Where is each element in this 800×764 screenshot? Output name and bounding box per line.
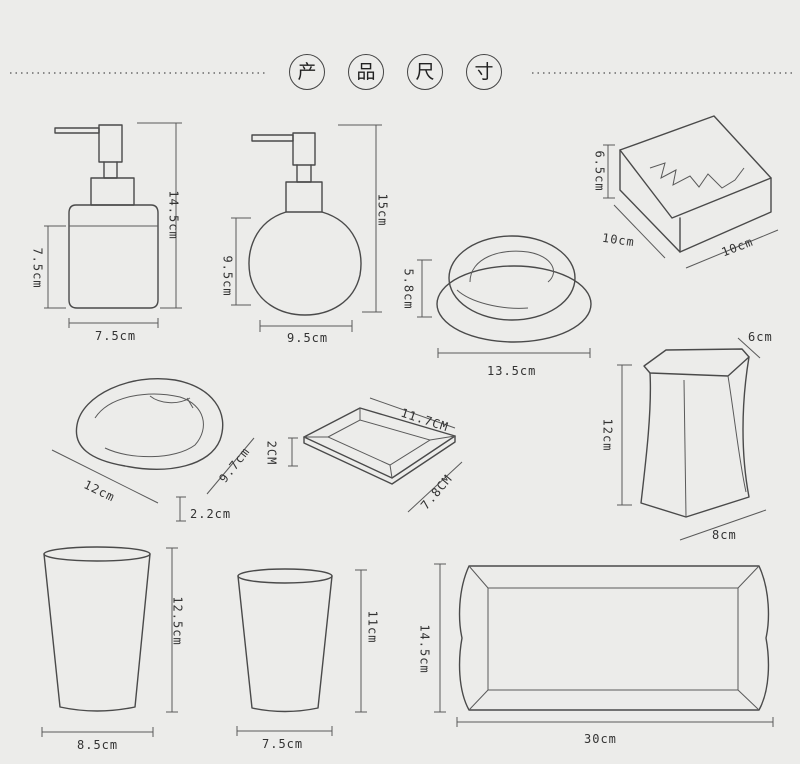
title-char-1: 产 <box>289 54 325 90</box>
large-tray-height-label: 14.5cm <box>417 624 432 674</box>
holder-width-label: 8cm <box>712 528 737 542</box>
round-pump-bottle <box>231 124 382 332</box>
large-tray <box>434 563 774 727</box>
title-char-2: 品 <box>348 54 384 90</box>
large-cup-height-label: 12.5cm <box>170 596 185 646</box>
oval-dish-width-label: 13.5cm <box>487 364 537 378</box>
holder-depth-label: 6cm <box>748 330 773 344</box>
title-char-4: 寸 <box>466 54 502 90</box>
small-cup-height-label: 11cm <box>365 610 380 644</box>
oval-dish-height-label: 5.8cm <box>401 268 416 310</box>
square-pump-body-label: 7.5cm <box>30 247 45 289</box>
box-height-label: 6.5cm <box>592 150 607 192</box>
small-tray-height-label: 2CM <box>264 440 279 466</box>
round-pump-body-label: 9.5cm <box>220 255 235 297</box>
large-tray-width-label: 30cm <box>584 732 617 746</box>
small-cup <box>236 568 367 736</box>
square-pump-bottle <box>44 122 182 328</box>
round-pump-height-label: 15cm <box>375 193 390 227</box>
oval-soap-dish <box>417 235 592 358</box>
square-pump-width-label: 7.5cm <box>95 329 137 343</box>
large-cup-width-label: 8.5cm <box>77 738 119 752</box>
organic-soap-dish <box>51 378 255 522</box>
small-rectangular-tray <box>288 397 463 513</box>
holder-height-label: 12cm <box>600 418 615 452</box>
small-cup-width-label: 7.5cm <box>262 737 304 751</box>
organic-dish-height-label: 2.2cm <box>190 507 232 521</box>
large-cup <box>41 546 178 737</box>
toothbrush-holder <box>617 337 767 541</box>
title-char-3: 尺 <box>407 54 443 90</box>
square-pump-height-label: 14.5cm <box>166 190 181 240</box>
square-lidded-box <box>603 115 779 269</box>
round-pump-width-label: 9.5cm <box>287 331 329 345</box>
